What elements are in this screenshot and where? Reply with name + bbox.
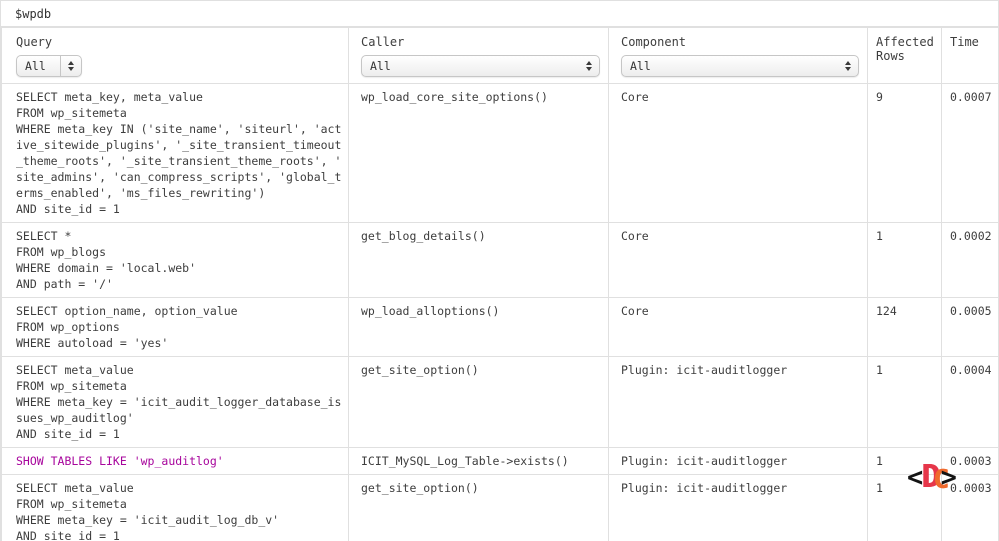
time-cell: 0.0007: [941, 83, 999, 223]
query-row: SELECT meta_key, meta_value FROM wp_site…: [1, 83, 999, 223]
query-row: SELECT meta_value FROM wp_sitemeta WHERE…: [1, 474, 999, 541]
component-filter-value: All: [630, 59, 651, 73]
caller-cell: get_site_option(): [348, 474, 609, 541]
time-cell: 0.0005: [941, 297, 999, 357]
panel-title: $wpdb: [1, 1, 998, 27]
query-cell: SELECT meta_value FROM wp_sitemeta WHERE…: [1, 356, 349, 448]
queries-tbody: SELECT meta_key, meta_value FROM wp_site…: [1, 83, 999, 541]
affected-rows-cell: 124: [867, 297, 942, 357]
component-cell: Core: [608, 222, 868, 298]
caller-cell: wp_load_alloptions(): [348, 297, 609, 357]
caller-filter-select[interactable]: All: [361, 55, 600, 77]
affected-rows-cell: 1: [867, 222, 942, 298]
column-label-caller: Caller: [361, 35, 405, 49]
query-filter-select[interactable]: All: [16, 55, 82, 77]
query-row: SELECT meta_value FROM wp_sitemeta WHERE…: [1, 356, 999, 448]
time-cell: 0.0003: [941, 447, 999, 475]
select-stepper-icon: [60, 56, 81, 76]
component-cell: Plugin: icit-auditlogger: [608, 356, 868, 448]
caller-filter-value: All: [370, 59, 391, 73]
time-cell: 0.0002: [941, 222, 999, 298]
column-header-caller: Caller All: [348, 27, 609, 84]
column-label-component: Component: [621, 35, 687, 49]
query-sql-text: SELECT meta_value FROM wp_sitemeta WHERE…: [16, 363, 342, 441]
affected-rows-cell: 1: [867, 356, 942, 448]
time-cell: 0.0003: [941, 474, 999, 541]
query-filter-value: All: [25, 59, 46, 73]
affected-rows-cell: 1: [867, 447, 942, 475]
query-cell: SHOW TABLES LIKE 'wp_auditlog': [1, 447, 349, 475]
component-cell: Core: [608, 297, 868, 357]
column-label-query: Query: [16, 35, 53, 49]
caller-cell: get_site_option(): [348, 356, 609, 448]
query-sql-text: SELECT option_name, option_value FROM wp…: [16, 304, 238, 350]
component-filter-select[interactable]: All: [621, 55, 859, 77]
caller-cell: wp_load_core_site_options(): [348, 83, 609, 223]
query-row: SHOW TABLES LIKE 'wp_auditlog' ICIT_MySQ…: [1, 447, 999, 475]
component-cell: Plugin: icit-auditlogger: [608, 447, 868, 475]
query-sql-text: SELECT meta_key, meta_value FROM wp_site…: [16, 90, 342, 216]
column-header-query: Query All: [1, 27, 349, 84]
query-row: SELECT * FROM wp_blogs WHERE domain = 'l…: [1, 222, 999, 298]
caller-cell: ICIT_MySQL_Log_Table->exists(): [348, 447, 609, 475]
query-sql-text: SHOW TABLES LIKE 'wp_auditlog': [16, 454, 224, 468]
query-cell: SELECT option_name, option_value FROM wp…: [1, 297, 349, 357]
query-sql-text: SELECT * FROM wp_blogs WHERE domain = 'l…: [16, 229, 197, 291]
time-cell: 0.0004: [941, 356, 999, 448]
query-row: SELECT option_name, option_value FROM wp…: [1, 297, 999, 357]
query-cell: SELECT meta_value FROM wp_sitemeta WHERE…: [1, 474, 349, 541]
component-cell: Plugin: icit-auditlogger: [608, 474, 868, 541]
select-stepper-icon: [578, 56, 599, 76]
query-sql-text: SELECT meta_value FROM wp_sitemeta WHERE…: [16, 481, 280, 541]
affected-rows-cell: 1: [867, 474, 942, 541]
column-header-component: Component All: [608, 27, 868, 84]
table-header-row: Query All Caller All Component: [1, 27, 999, 84]
caller-cell: get_blog_details(): [348, 222, 609, 298]
column-header-affected-rows: Affected Rows: [867, 27, 942, 84]
query-cell: SELECT * FROM wp_blogs WHERE domain = 'l…: [1, 222, 349, 298]
column-header-time: Time: [941, 27, 999, 84]
query-cell: SELECT meta_key, meta_value FROM wp_site…: [1, 83, 349, 223]
select-stepper-icon: [837, 56, 858, 76]
component-cell: Core: [608, 83, 868, 223]
affected-rows-cell: 9: [867, 83, 942, 223]
queries-table: Query All Caller All Component: [1, 27, 999, 541]
